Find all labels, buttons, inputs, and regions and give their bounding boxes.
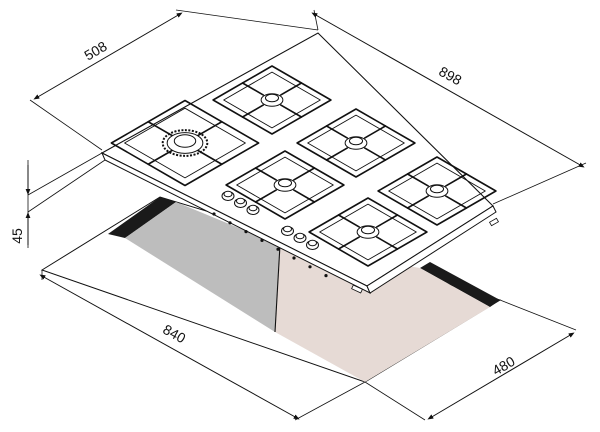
indicator-dot bbox=[324, 274, 328, 278]
burner-front-grate-inner bbox=[319, 203, 417, 261]
control-knob-top bbox=[248, 204, 258, 212]
burner-right-middle-arm-2 bbox=[445, 173, 468, 187]
burner-right-middle-grate bbox=[377, 156, 497, 226]
wok-burner-grate bbox=[110, 99, 260, 187]
cutout-beige-floor bbox=[275, 245, 490, 382]
indicator-dot bbox=[260, 238, 264, 242]
indicator-dot bbox=[228, 221, 232, 225]
burner-top-center-arm-0 bbox=[280, 104, 303, 118]
burner-right-middle-arm-0 bbox=[445, 195, 468, 209]
burner-front-arm-2 bbox=[376, 214, 399, 228]
control-knobs bbox=[212, 190, 328, 278]
burner-right-upper-cap-top bbox=[348, 136, 364, 146]
dim-hob-depth: 508 bbox=[29, 9, 319, 151]
wok-burner-grate-frame bbox=[110, 99, 260, 187]
burner-center-arm-1 bbox=[254, 167, 277, 181]
burner-top-center-arm-3 bbox=[241, 104, 264, 118]
burner-right-middle-grate-frame bbox=[377, 156, 497, 226]
indicator-dot bbox=[292, 256, 296, 260]
burner-center-cap-top bbox=[277, 178, 293, 188]
burner-center-arm-2 bbox=[293, 167, 316, 181]
burner-center-grate bbox=[225, 150, 345, 220]
burner-front-grate-frame bbox=[308, 197, 428, 267]
cutout-right-shadow bbox=[420, 262, 500, 307]
burner-front-cap-top bbox=[360, 225, 376, 235]
dim-hob-height: 45 bbox=[9, 152, 106, 248]
hob-right-edge bbox=[366, 205, 497, 294]
control-knob-top bbox=[308, 239, 317, 247]
burner-right-middle-arm-1 bbox=[406, 173, 429, 187]
indicator-dot bbox=[212, 212, 216, 216]
burner-center-arm-0 bbox=[293, 189, 316, 203]
burner-right-middle-cap-top bbox=[429, 184, 445, 194]
wok-burner-arm-3 bbox=[147, 148, 175, 166]
burner-center-grate-frame bbox=[225, 150, 345, 220]
burners bbox=[110, 65, 497, 267]
burner-center-arm-3 bbox=[254, 189, 277, 203]
cutout-left-shadow bbox=[108, 197, 176, 238]
burner-right-middle-grate-inner bbox=[388, 162, 486, 220]
dim-508-label: 508 bbox=[81, 38, 109, 64]
dim-840-label: 840 bbox=[160, 321, 188, 346]
wok-burner-flame-ring bbox=[161, 129, 209, 157]
burner-front-arm-0 bbox=[376, 236, 399, 250]
burner-top-center-arm-1 bbox=[241, 82, 264, 96]
control-knob-top bbox=[283, 225, 292, 233]
hob-clip-front bbox=[351, 284, 363, 294]
control-knob-top bbox=[295, 232, 305, 240]
control-knob-top bbox=[236, 197, 245, 205]
burner-center-grate-inner bbox=[236, 156, 334, 214]
dim-480-label: 480 bbox=[489, 353, 517, 379]
burner-top-center-cap-top bbox=[264, 93, 280, 103]
wok-burner-cap-top bbox=[173, 134, 197, 148]
indicator-dot bbox=[308, 265, 312, 269]
burner-top-center-arm-2 bbox=[280, 82, 303, 96]
burner-front-arm-3 bbox=[337, 236, 360, 250]
hob-body bbox=[100, 32, 500, 295]
dim-898-label: 898 bbox=[436, 63, 464, 88]
dim-45-label: 45 bbox=[9, 228, 25, 244]
indicator-dot bbox=[244, 230, 248, 234]
hob-clip-right bbox=[488, 217, 500, 227]
burner-front-arm-1 bbox=[337, 214, 360, 228]
wok-burner-grate-inner bbox=[124, 107, 246, 179]
control-knob-top bbox=[223, 190, 233, 198]
burner-front-grate bbox=[308, 197, 428, 267]
burner-right-middle-arm-3 bbox=[406, 195, 429, 209]
indicator-dot bbox=[276, 247, 280, 251]
